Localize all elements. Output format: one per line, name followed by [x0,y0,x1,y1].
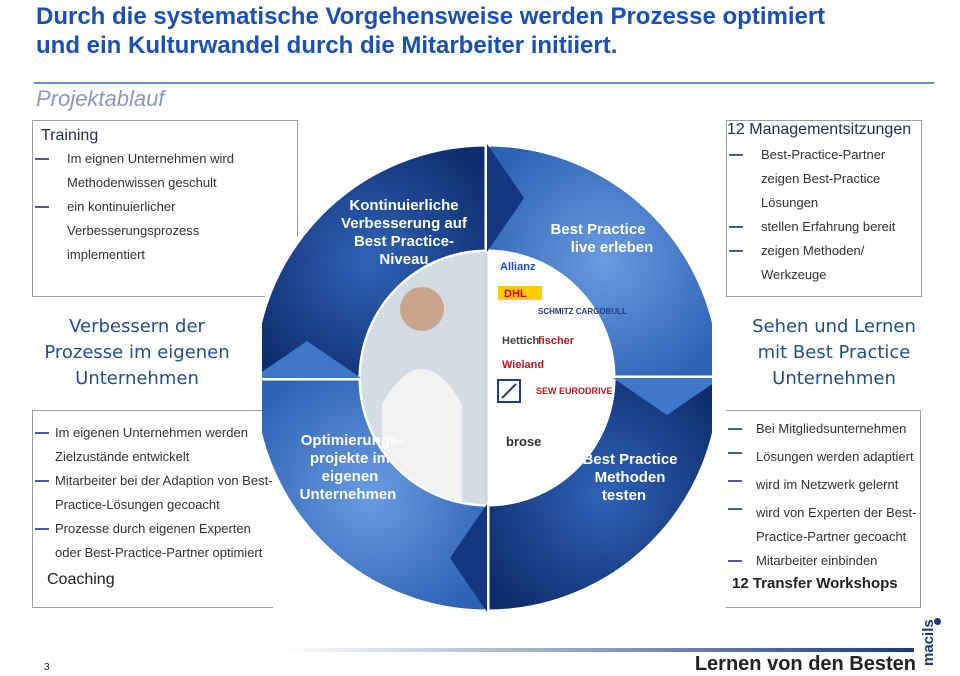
learn-line: Sehen und Lernen [752,316,916,337]
management-list: Best-Practice-Partner zeigen Best-Practi… [727,139,921,287]
logo-hettich: Hettich [502,335,540,347]
brand-logo: macils [916,618,946,674]
management-heading: 12 Managementsitzungen [727,121,912,138]
coaching-line: Practice-Lösungen gecoacht [55,497,220,512]
management-line: Best-Practice-Partner [727,143,921,167]
training-line: Verbesserungsprozess [67,223,200,238]
workshop-box: Bei Mitgliedsunternehmen Lösungen werden… [726,410,921,608]
q1-line: Best Practice- [354,233,454,250]
training-line: ein kontinuierlicher [33,195,297,219]
brand-text: macils [920,619,937,666]
training-list: Im eignen Unternehmen wird Methodenwisse… [33,145,297,267]
management-line: stellen Erfahrung bereit [727,215,921,239]
coaching-list: Im eigenen Unternehmen werden Zielzustän… [33,411,273,565]
training-line: Methodenwissen geschult [67,175,217,190]
cycle-arrow-icon [487,144,524,252]
coaching-line: Zielzustände entwickelt [55,449,190,464]
q4-line: testen [602,487,646,504]
q4-line: Best Practice [582,451,677,468]
coaching-box: Im eigenen Unternehmen werden Zielzustän… [32,410,273,608]
improve-label: Verbessern der Prozesse im eigenen Unter… [24,314,250,392]
improve-line: Verbessern der [69,316,205,337]
improve-line: Unternehmen [75,368,199,389]
training-line: Im eignen Unternehmen wird [33,147,297,171]
improve-line: Prozesse im eigenen [44,342,230,363]
workshop-list: Bei Mitgliedsunternehmen Lösungen werden… [726,411,920,573]
coaching-line: oder Best-Practice-Partner optimiert [55,545,263,560]
page-title: Durch die systematische Vorgehensweise w… [36,2,936,60]
q4-line: Methoden [595,469,666,486]
workshop-line: Bei Mitgliedsunternehmen [726,417,920,441]
learn-label: Sehen und Lernen mit Best Practice Unter… [718,314,950,392]
workshop-line: wird im Netzwerk gelernt [726,469,920,497]
page-number: 3 [44,662,50,673]
logo-dhl-bg [498,286,542,300]
management-line: Werkzeuge [761,267,827,282]
coaching-line: Prozesse durch eigenen Experten [33,517,273,541]
logo-wieland: Wieland [502,359,544,371]
title-rule [34,82,934,84]
logo-brose: brose [506,434,541,449]
q1-line: Verbesserung auf [341,215,468,232]
cycle-arrow-icon [613,378,712,415]
q3-line: Unternehmen [300,486,397,503]
cycle-arrow-icon [262,341,361,378]
learn-line: mit Best Practice [757,342,911,363]
coaching-line: Mitarbeiter bei der Adaption von Best- [33,469,273,493]
logo-sew: SEW EURODRIVE [536,386,613,396]
footer-rule [284,648,914,652]
q2-line: live erleben [571,239,654,256]
q3-line: projekte im [310,450,390,467]
brand-dot-icon [934,618,941,625]
coaching-line: Im eigenen Unternehmen werden [33,421,273,445]
workshop-line: wird von Experten der Best- [726,497,920,525]
training-line: implementiert [67,247,146,262]
logo-allianz: Allianz [500,261,536,273]
logo-fischer: fischer [538,335,575,347]
footer-title: Lernen von den Besten [694,653,916,675]
title-line-1: Durch die systematische Vorgehensweise w… [36,3,826,30]
workshop-footer: 12 Transfer Workshops [732,575,898,592]
management-line: zeigen Methoden/ [727,239,921,263]
logo-schmitz: SCHMITZ CARGOBULL [538,307,627,316]
q1-line: Kontinuierliche [349,197,458,214]
training-heading: Training [41,127,99,144]
management-line: zeigen Best-Practice [761,171,881,186]
q3-line: Optimierungs- [301,432,404,449]
management-line: Lösungen [761,195,819,210]
cycle-arrow-icon [450,504,487,612]
workshop-line: Lösungen werden adaptiert [726,441,920,469]
learn-line: Unternehmen [772,368,896,389]
logo-dhl: DHL [504,288,527,300]
workshop-line: Mitarbeiter einbinden [726,549,920,573]
q3-line: eigenen [322,468,379,485]
training-box: Training Im eignen Unternehmen wird Meth… [32,120,298,297]
cycle-diagram: Kontinuierliche Verbesserung auf Best Pr… [262,141,712,615]
coaching-footer: Coaching [47,571,115,588]
management-box: 12 Managementsitzungen Best-Practice-Par… [726,120,922,297]
title-line-2: und ein Kulturwandel durch die Mitarbeit… [36,32,618,59]
q2-line: Best Practice [550,221,645,238]
section-label: Projektablauf [36,86,165,111]
q1-line: Niveau [379,251,428,268]
workshop-line: Practice-Partner gecoacht [756,529,907,544]
